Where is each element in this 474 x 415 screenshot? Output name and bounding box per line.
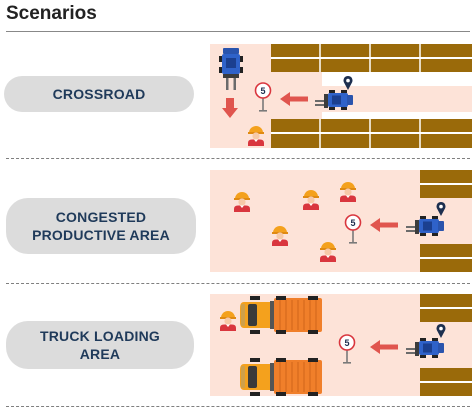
scenario-label-crossroad: CROSSROAD (4, 76, 194, 112)
speed-limit-value: 5 (350, 218, 355, 228)
section-divider (6, 283, 470, 284)
racking-shelf (271, 44, 472, 72)
racking-shelf (420, 244, 472, 272)
speed-sign-icon: 5 (254, 82, 272, 113)
title-divider (6, 31, 470, 32)
scene-crossroad: 5 (210, 42, 472, 150)
racking-shelf (420, 368, 472, 396)
page-title: Scenarios (6, 3, 97, 24)
scene-congested-area: 5 (210, 168, 472, 276)
scene-truck-loading: 5 (210, 292, 472, 400)
racking-shelf (420, 294, 472, 322)
speed-limit-value: 5 (344, 338, 349, 348)
scenario-label-line: PRODUCTIVE AREA (32, 227, 170, 243)
arrow-down-icon (222, 98, 238, 118)
scenario-label-line: CONGESTED (55, 209, 147, 225)
racking-shelf (420, 170, 472, 198)
scenario-label-line: AREA (79, 346, 121, 362)
scenario-label-line: TRUCK LOADING (39, 328, 161, 344)
section-divider (6, 406, 470, 407)
racking-shelf (271, 119, 472, 148)
speed-sign-icon: 5 (344, 214, 362, 245)
section-divider (6, 158, 470, 159)
speed-limit-value: 5 (260, 86, 265, 96)
scenario-label-line: CROSSROAD (52, 86, 146, 102)
scenario-label-truck-loading: TRUCK LOADING AREA (6, 321, 194, 369)
scenario-label-congested-area: CONGESTED PRODUCTIVE AREA (6, 198, 196, 254)
speed-sign-icon: 5 (338, 334, 356, 365)
